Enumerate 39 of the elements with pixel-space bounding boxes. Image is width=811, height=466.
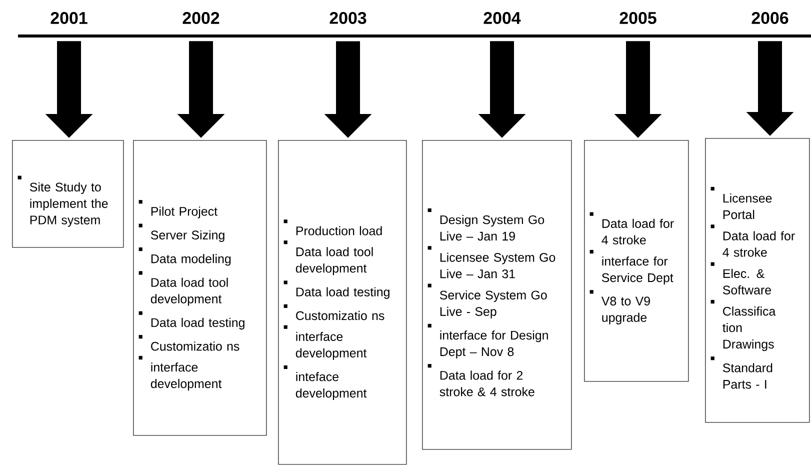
list-item: Data load for 4 stroke xyxy=(590,212,674,244)
list-item: interface for Design Dept – Nov 8 xyxy=(428,324,548,359)
list-item: Site Study to implement the PDM system xyxy=(18,176,108,227)
year-label: 2005 xyxy=(620,12,656,24)
list-item: Licensee System Go Live – Jan 31 xyxy=(428,246,556,278)
year-label: 2006 xyxy=(752,12,788,24)
list-item: Data modeling xyxy=(138,247,231,266)
list-item: Licensee Portal xyxy=(710,186,772,220)
year-label: 2004 xyxy=(484,12,521,24)
list-item: Data load tool development xyxy=(138,271,228,306)
year-label: 2001 xyxy=(50,12,88,24)
text-box xyxy=(278,140,407,465)
list-item: Service System Go Live - Sep xyxy=(428,284,547,318)
year-label: 2002 xyxy=(182,12,220,24)
list-item: interface for Service Dept xyxy=(590,250,674,285)
list-item: Data load testing xyxy=(138,311,244,330)
list-item: Standard Parts - I xyxy=(710,356,772,389)
list-item: Data load for 2 stroke & 4 stroke xyxy=(428,364,534,396)
list-item: Data load testing xyxy=(284,280,390,299)
list-item: Customizatio ns xyxy=(284,304,384,320)
list-item: Classifica tion Drawings xyxy=(710,300,776,352)
list-item: Design System Go Live – Jan 19 xyxy=(428,208,544,241)
year-label: 2003 xyxy=(330,12,366,24)
text-box xyxy=(705,138,810,423)
text-box xyxy=(133,140,267,436)
list-item: Elec. & Software xyxy=(710,262,771,294)
text-box xyxy=(12,140,124,248)
list-item: Server Sizing xyxy=(138,224,224,242)
text-box xyxy=(584,140,689,382)
list-item: Pilot Project xyxy=(138,200,218,218)
list-item: V8 to V9 upgrade xyxy=(590,290,650,324)
text-box xyxy=(422,140,572,450)
list-item: interface development xyxy=(138,356,222,391)
list-item: interface development xyxy=(284,325,367,360)
list-item: Data load tool development xyxy=(284,240,373,276)
list-item: Data load for 4 stroke xyxy=(710,224,795,257)
list-item: Production load xyxy=(284,220,382,236)
list-item: inteface development xyxy=(284,365,367,400)
list-item: Customizatio ns xyxy=(138,335,240,351)
